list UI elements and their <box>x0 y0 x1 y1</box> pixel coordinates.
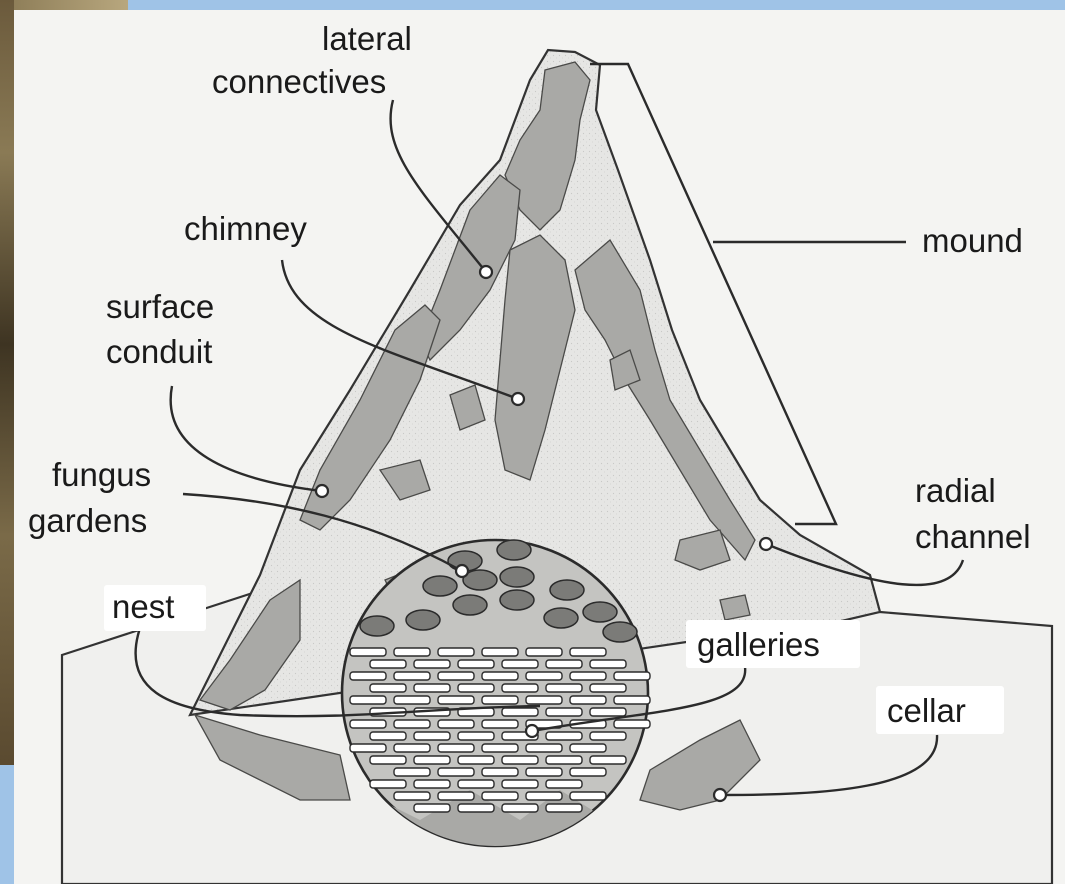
gallery-bar <box>458 660 494 668</box>
gallery-bar <box>614 696 650 704</box>
label-radial: radial <box>915 472 996 509</box>
gallery-bar <box>350 648 386 656</box>
dot-cellar <box>714 789 726 801</box>
gallery-bar <box>546 708 582 716</box>
gallery-bar <box>570 744 606 752</box>
label-gardens: gardens <box>28 502 147 539</box>
label-mound: mound <box>922 222 1023 259</box>
gallery-bar <box>526 768 562 776</box>
gallery-bar <box>394 696 430 704</box>
label-galleries: galleries <box>697 626 820 663</box>
gallery-bar <box>502 780 538 788</box>
gallery-bar <box>414 780 450 788</box>
gallery-bar <box>590 660 626 668</box>
gallery-bar <box>526 696 562 704</box>
gallery-bar <box>458 732 494 740</box>
gallery-bar <box>526 744 562 752</box>
gallery-bar <box>438 768 474 776</box>
label-fungus: fungus <box>52 456 151 493</box>
gallery-bar <box>502 684 538 692</box>
gallery-bar <box>502 660 538 668</box>
gallery-bar <box>438 744 474 752</box>
dot-surface-conduit <box>316 485 328 497</box>
gallery-bar <box>570 792 606 800</box>
gallery-bar <box>614 672 650 680</box>
gallery-bar <box>570 648 606 656</box>
label-lateral: lateral <box>322 20 412 57</box>
gallery-bar <box>570 672 606 680</box>
gallery-bar <box>370 684 406 692</box>
gallery-bar <box>414 660 450 668</box>
label-nest: nest <box>112 588 174 625</box>
gallery-bar <box>526 672 562 680</box>
gallery-bar <box>394 768 430 776</box>
gallery-bar <box>394 648 430 656</box>
gallery-bar <box>502 708 538 716</box>
gallery-bar <box>350 744 386 752</box>
gallery-bar <box>570 768 606 776</box>
dot-chimney <box>512 393 524 405</box>
gallery-bar <box>350 696 386 704</box>
dot-galleries <box>526 725 538 737</box>
gallery-bar <box>394 672 430 680</box>
gallery-bar <box>482 720 518 728</box>
label-conduit: conduit <box>106 333 212 370</box>
gallery-bar <box>546 780 582 788</box>
gallery-bar <box>570 696 606 704</box>
gallery-bar <box>526 648 562 656</box>
dot-lateral-connectives <box>480 266 492 278</box>
gallery-bar <box>482 744 518 752</box>
gallery-bar <box>370 780 406 788</box>
gallery-bar <box>482 672 518 680</box>
gallery-bar <box>546 660 582 668</box>
gallery-bar <box>414 756 450 764</box>
gallery-bar <box>458 804 494 812</box>
label-connectives: connectives <box>212 63 386 100</box>
gallery-bar <box>526 792 562 800</box>
dot-radial-channel <box>760 538 772 550</box>
dot-fungus-gardens <box>456 565 468 577</box>
gallery-bar <box>482 792 518 800</box>
gallery-bar <box>394 792 430 800</box>
gallery-bar <box>482 648 518 656</box>
gallery-bar <box>482 696 518 704</box>
gallery-bar <box>458 756 494 764</box>
label-cellar: cellar <box>887 692 966 729</box>
gallery-bar <box>590 708 626 716</box>
gallery-bar <box>458 684 494 692</box>
gallery-bar <box>614 720 650 728</box>
gallery-bar <box>546 684 582 692</box>
gallery-bar <box>414 804 450 812</box>
gallery-bar <box>414 684 450 692</box>
gallery-bar <box>394 744 430 752</box>
gallery-bar <box>438 672 474 680</box>
gallery-bar <box>438 696 474 704</box>
gallery-bar <box>458 780 494 788</box>
gallery-bar <box>438 648 474 656</box>
label-channel: channel <box>915 518 1031 555</box>
gallery-bar <box>590 756 626 764</box>
gallery-bar <box>482 768 518 776</box>
gallery-bar <box>546 804 582 812</box>
gallery-bar <box>546 756 582 764</box>
gallery-bar <box>502 756 538 764</box>
label-surface: surface <box>106 288 214 325</box>
gallery-bar <box>438 792 474 800</box>
gallery-bar <box>502 804 538 812</box>
gallery-bar <box>546 732 582 740</box>
label-chimney: chimney <box>184 210 307 247</box>
gallery-bar <box>590 732 626 740</box>
gallery-bar <box>438 720 474 728</box>
gallery-bar <box>370 732 406 740</box>
gallery-bar <box>414 732 450 740</box>
gallery-bar <box>394 720 430 728</box>
gallery-bar <box>370 660 406 668</box>
gallery-bar <box>590 684 626 692</box>
gallery-bar <box>350 672 386 680</box>
gallery-bar <box>350 720 386 728</box>
gallery-bar <box>370 756 406 764</box>
